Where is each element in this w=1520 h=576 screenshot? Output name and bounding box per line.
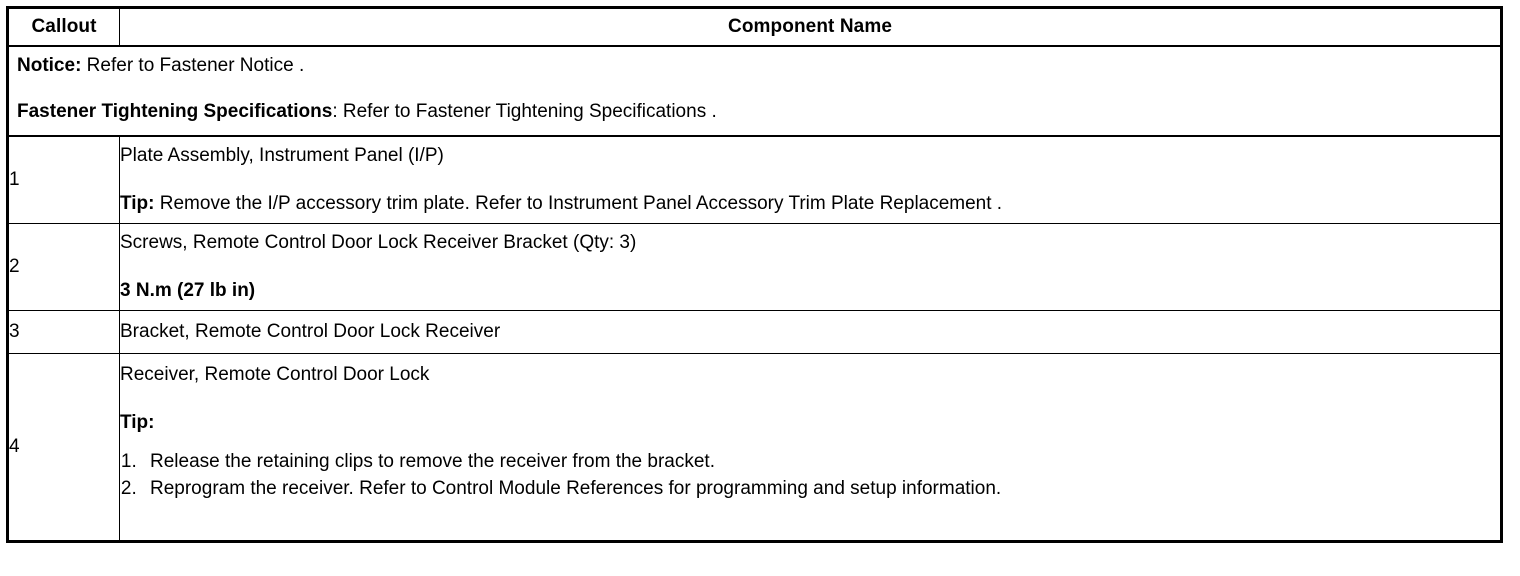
component-name-cell: Screws, Remote Control Door Lock Receive… <box>119 222 1502 311</box>
callout-number: 3 <box>7 309 120 354</box>
component-name-cell: Bracket, Remote Control Door Lock Receiv… <box>119 309 1502 354</box>
notice-cell: Notice: Refer to Fastener Notice . Faste… <box>7 45 1502 137</box>
column-header-callout: Callout <box>7 7 120 47</box>
tip-label: Tip: <box>120 193 155 215</box>
tip-ordered-list: Release the retaining clips to remove th… <box>120 449 1500 503</box>
table-row: 2 Screws, Remote Control Door Lock Recei… <box>7 222 1502 311</box>
notice-text: Refer to Fastener Notice . <box>81 55 305 76</box>
component-primary-text: Plate Assembly, Instrument Panel (I/P) <box>120 145 444 167</box>
callout-number: 2 <box>7 222 120 311</box>
table-header-row: Callout Component Name <box>7 7 1502 47</box>
component-tip-line: Tip: Remove the I/P accessory trim plate… <box>120 193 1500 214</box>
component-primary-text: Screws, Remote Control Door Lock Receive… <box>120 232 637 254</box>
tip-label: Tip: <box>120 412 155 434</box>
tip-text: Remove the I/P accessory trim plate. Ref… <box>154 193 1003 215</box>
component-callout-table: Callout Component Name Notice: Refer to … <box>6 6 1503 543</box>
notice-row: Notice: Refer to Fastener Notice . Faste… <box>7 45 1502 137</box>
component-primary-text: Bracket, Remote Control Door Lock Receiv… <box>120 321 501 343</box>
fastener-spec-label: Fastener Tightening Specifications <box>17 100 333 122</box>
fastener-spec-text: : Refer to Fastener Tightening Specifica… <box>332 100 717 122</box>
fastener-tightening-spec-line: Fastener Tightening Specifications: Refe… <box>17 100 1500 122</box>
callout-number: 4 <box>7 352 120 542</box>
callout-number: 1 <box>7 135 120 224</box>
list-item: Reprogram the receiver. Refer to Control… <box>142 476 1500 503</box>
table-row: 1 Plate Assembly, Instrument Panel (I/P)… <box>7 135 1502 224</box>
component-name-cell: Receiver, Remote Control Door Lock Tip: … <box>119 352 1502 542</box>
table-row: 3 Bracket, Remote Control Door Lock Rece… <box>7 309 1502 354</box>
torque-specification: 3 N.m (27 lb in) <box>120 280 256 302</box>
notice-label: Notice: <box>17 55 82 76</box>
list-item: Release the retaining clips to remove th… <box>142 449 1500 476</box>
component-primary-text: Receiver, Remote Control Door Lock <box>120 363 430 385</box>
table-row: 4 Receiver, Remote Control Door Lock Tip… <box>7 352 1502 542</box>
fastener-notice-line: Notice: Refer to Fastener Notice . <box>17 56 1500 76</box>
column-header-component-name: Component Name <box>119 7 1502 47</box>
component-name-cell: Plate Assembly, Instrument Panel (I/P) T… <box>119 135 1502 224</box>
